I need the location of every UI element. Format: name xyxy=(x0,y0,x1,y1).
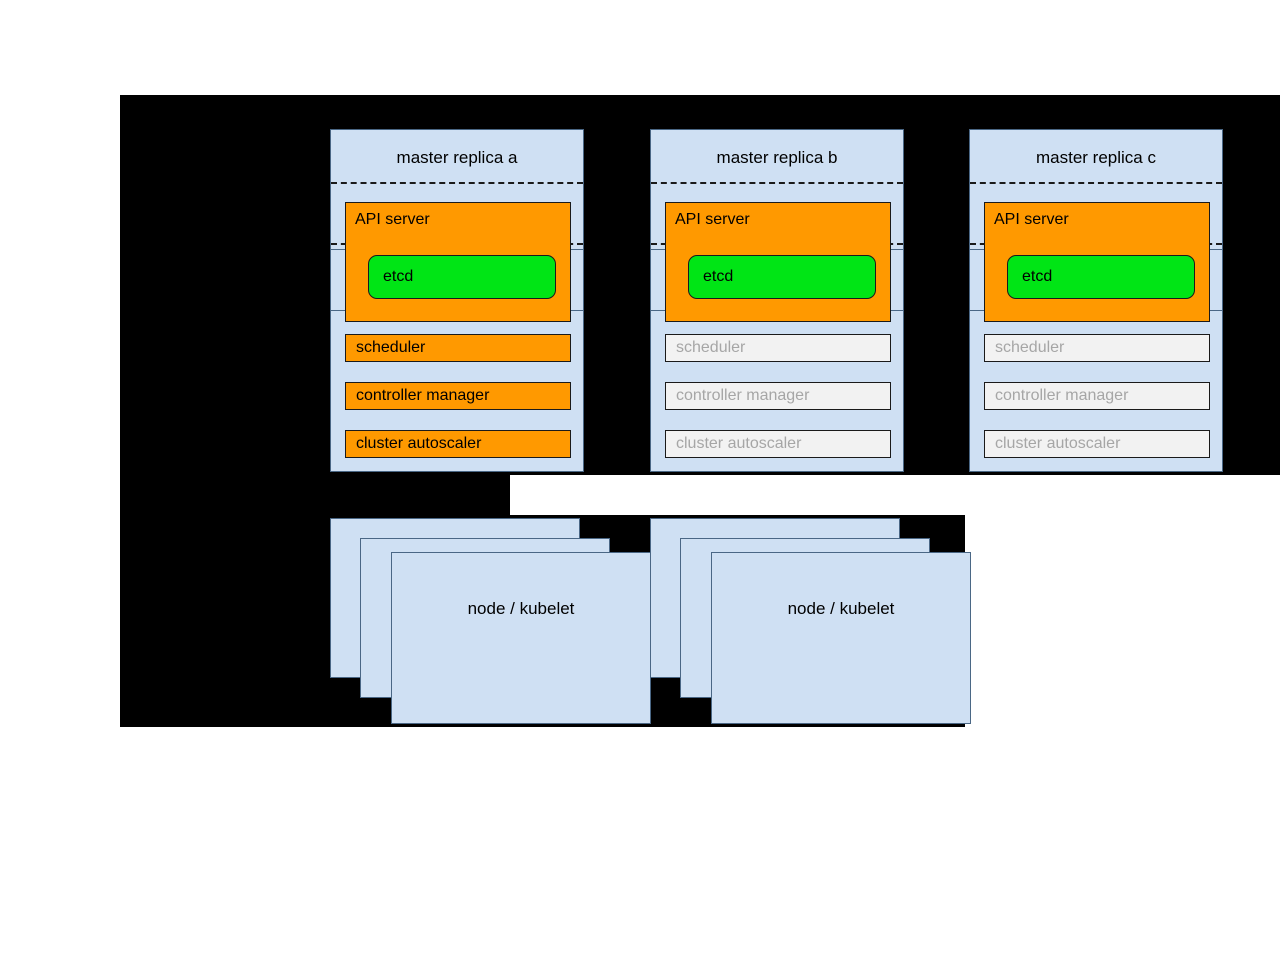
replica-b-scheduler[interactable]: scheduler xyxy=(665,334,891,362)
master-replica-c-title: master replica c xyxy=(1036,148,1156,167)
replica-a-apiserver-label: API server xyxy=(355,211,430,228)
replica-b-dashed-divider-top xyxy=(651,182,903,184)
replica-c-etcd-box[interactable]: etcd xyxy=(1007,255,1195,299)
replica-b-apiserver-label: API server xyxy=(675,211,750,228)
replica-b-controller-manager[interactable]: controller manager xyxy=(665,382,891,410)
node-stack-2-label: node / kubelet xyxy=(787,599,895,618)
master-replica-b-title: master replica b xyxy=(716,148,838,167)
master-replica-b[interactable]: master replica b API server etcd schedul… xyxy=(650,129,904,472)
replica-c-cluster-autoscaler[interactable]: cluster autoscaler xyxy=(984,430,1210,458)
replica-a-cluster-autoscaler[interactable]: cluster autoscaler xyxy=(345,430,571,458)
replica-b-apiserver-block: API server etcd xyxy=(665,202,891,322)
replica-c-scheduler[interactable]: scheduler xyxy=(984,334,1210,362)
replica-a-etcd-box[interactable]: etcd xyxy=(368,255,556,299)
replica-b-etcd-box[interactable]: etcd xyxy=(688,255,876,299)
replica-a-controller-manager[interactable]: controller manager xyxy=(345,382,571,410)
replica-a-apiserver-block: API server etcd xyxy=(345,202,571,322)
node-stack-1-label: node / kubelet xyxy=(467,599,575,618)
master-replica-a-title: master replica a xyxy=(396,148,518,167)
replica-a-scheduler[interactable]: scheduler xyxy=(345,334,571,362)
replica-c-apiserver-block: API server etcd xyxy=(984,202,1210,322)
master-replica-c[interactable]: master replica c API server etcd schedul… xyxy=(969,129,1223,472)
node-stack-1-card-front[interactable]: node / kubelet xyxy=(391,552,651,724)
master-replica-a[interactable]: master replica a API server etcd schedul… xyxy=(330,129,584,472)
node-stack-2-card-front[interactable]: node / kubelet xyxy=(711,552,971,724)
replica-c-apiserver-label: API server xyxy=(994,211,1069,228)
replica-c-controller-manager[interactable]: controller manager xyxy=(984,382,1210,410)
replica-b-cluster-autoscaler[interactable]: cluster autoscaler xyxy=(665,430,891,458)
replica-c-dashed-divider-top xyxy=(970,182,1222,184)
replica-a-dashed-divider-top xyxy=(331,182,583,184)
